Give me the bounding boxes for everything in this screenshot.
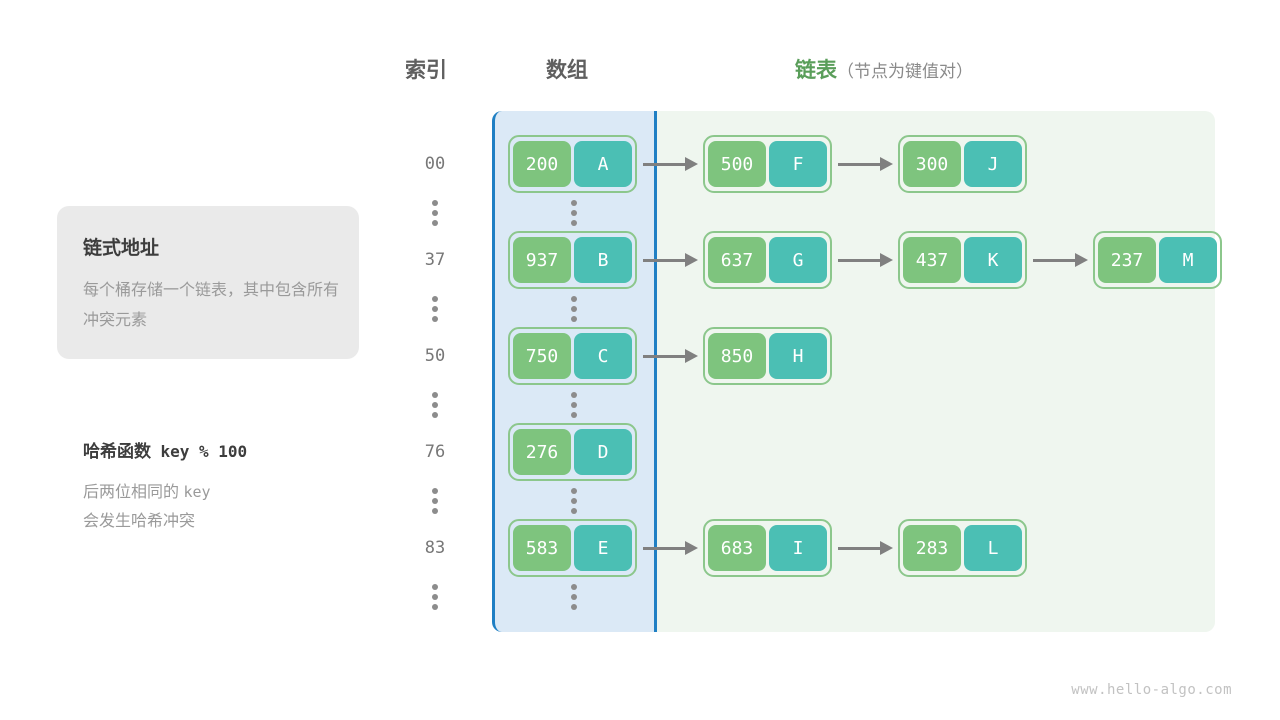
hash-function-description: 后两位相同的 key 会发生哈希冲突 <box>83 478 353 536</box>
node-value: I <box>769 525 827 571</box>
node-key: 437 <box>903 237 961 283</box>
node-value: C <box>574 333 632 379</box>
hash-function-title: 哈希函数 key % 100 <box>83 437 247 462</box>
bucket-index-label: 76 <box>424 442 446 462</box>
chain-arrow-icon <box>832 135 898 193</box>
node-value: D <box>574 429 632 475</box>
node-value: J <box>964 141 1022 187</box>
chain-arrow-icon <box>637 327 703 385</box>
hash-function-expression: key % 100 <box>160 442 248 461</box>
node-key: 683 <box>708 525 766 571</box>
ellipsis-row <box>0 392 1280 442</box>
node-key: 300 <box>903 141 961 187</box>
node-key: 637 <box>708 237 766 283</box>
node-key: 500 <box>708 141 766 187</box>
node-key: 850 <box>708 333 766 379</box>
node-key: 276 <box>513 429 571 475</box>
info-card-description: 每个桶存储一个链表，其中包含所有冲突元素 <box>83 282 340 329</box>
vertical-ellipsis-icon <box>571 392 577 418</box>
bucket-index-label: 50 <box>424 346 446 366</box>
node-key: 583 <box>513 525 571 571</box>
column-header-linkedlist: 链表（节点为键值对） <box>795 54 973 84</box>
bucket-index-label: 83 <box>424 538 446 558</box>
vertical-ellipsis-icon <box>571 200 577 226</box>
vertical-ellipsis-icon <box>432 584 438 610</box>
node-value: A <box>574 141 632 187</box>
info-card <box>57 206 359 359</box>
node-value: G <box>769 237 827 283</box>
info-card-title: 链式地址 <box>83 238 160 259</box>
vertical-ellipsis-icon <box>432 200 438 226</box>
node-value: B <box>574 237 632 283</box>
hash-desc-line1: 后两位相同的 <box>83 484 180 501</box>
column-header-index: 索引 <box>405 59 447 82</box>
bucket-index-label: 37 <box>424 250 446 270</box>
column-header-array: 数组 <box>546 59 588 82</box>
node-key: 750 <box>513 333 571 379</box>
vertical-ellipsis-icon <box>571 584 577 610</box>
vertical-ellipsis-icon <box>432 296 438 322</box>
node-key: 937 <box>513 237 571 283</box>
ellipsis-row <box>0 584 1280 634</box>
node-value: F <box>769 141 827 187</box>
chain-arrow-icon <box>637 135 703 193</box>
column-header-linkedlist-sub: （节点为键值对） <box>837 62 973 81</box>
node-value: M <box>1159 237 1217 283</box>
vertical-ellipsis-icon <box>571 296 577 322</box>
node-value: L <box>964 525 1022 571</box>
node-value: H <box>769 333 827 379</box>
node-value: E <box>574 525 632 571</box>
chain-arrow-icon <box>1027 231 1093 289</box>
chain-arrow-icon <box>832 519 898 577</box>
node-value: K <box>964 237 1022 283</box>
vertical-ellipsis-icon <box>432 392 438 418</box>
ellipsis-row <box>0 488 1280 538</box>
hash-desc-line2: 会发生哈希冲突 <box>83 513 196 530</box>
node-key: 283 <box>903 525 961 571</box>
bucket-index-label: 00 <box>424 154 446 174</box>
vertical-ellipsis-icon <box>432 488 438 514</box>
chain-arrow-icon <box>832 231 898 289</box>
watermark: www.hello-algo.com <box>1071 682 1232 698</box>
ellipsis-row <box>0 296 1280 346</box>
hash-function-label: 哈希函数 <box>83 442 151 461</box>
hash-desc-key-mono: key <box>183 483 211 501</box>
chain-arrow-icon <box>637 519 703 577</box>
ellipsis-row <box>0 200 1280 250</box>
chain-arrow-icon <box>637 231 703 289</box>
vertical-ellipsis-icon <box>571 488 577 514</box>
node-key: 200 <box>513 141 571 187</box>
node-key: 237 <box>1098 237 1156 283</box>
column-header-linkedlist-text: 链表 <box>795 59 837 82</box>
